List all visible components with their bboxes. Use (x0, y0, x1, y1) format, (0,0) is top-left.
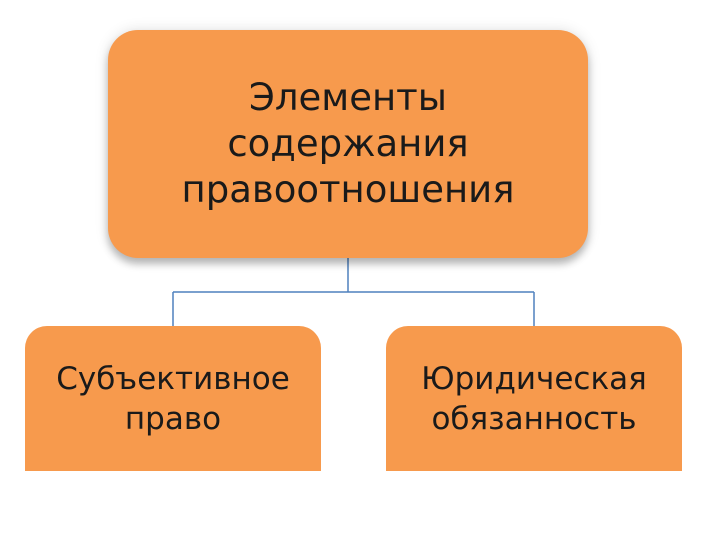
root-node: Элементы содержания правоотношения (108, 30, 588, 258)
root-node-label: Элементы содержания правоотношения (181, 76, 515, 211)
child-node-subjective-right: Субъективное право (25, 326, 321, 471)
child-node-legal-obligation: Юридическая обязанность (386, 326, 682, 471)
child-node-label-subjective-right: Субъективное право (56, 360, 290, 437)
child-node-label-legal-obligation: Юридическая обязанность (421, 360, 647, 437)
